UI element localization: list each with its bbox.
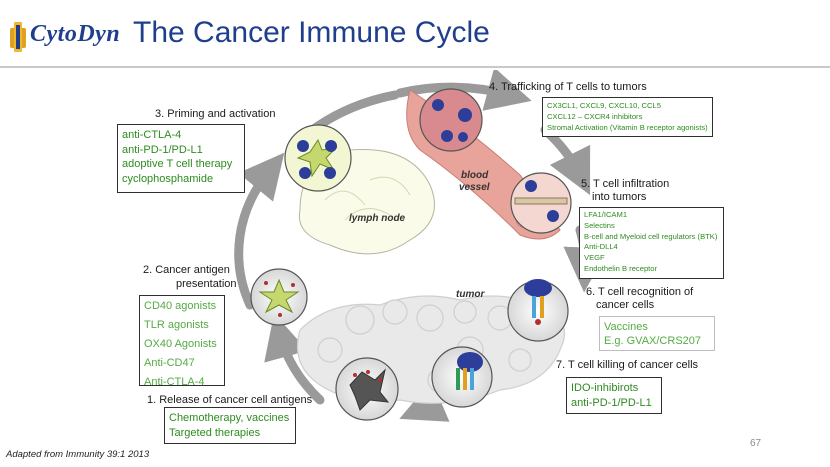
step-1-item: Targeted therapies — [169, 426, 261, 439]
step-3-title: 3. Priming and activation — [155, 108, 276, 120]
step-5-title-line-1: 5. T cell infiltration — [581, 178, 670, 190]
step-2-title-line-2: presentation — [176, 278, 237, 290]
step-2-therapy-box: CD40 agonists TLR agonists OX40 Agonists… — [139, 295, 225, 388]
step-5-title-line-2: into tumors — [592, 191, 647, 203]
step-2-item: TLR agonists — [144, 319, 209, 331]
step-3-therapy-box: anti-CTLA-4 anti-PD-1/PD-L1 adoptive T c… — [117, 124, 245, 193]
step-5-item: Endothelin B receptor — [584, 263, 658, 273]
step-7-item: IDO-inhibirots — [571, 382, 639, 394]
page-number: 67 — [750, 438, 762, 449]
step-5-item: B-cell and Myeloid cell regulators (BTK) — [584, 231, 718, 241]
step-2-item: CD40 agonists — [144, 300, 217, 312]
step-7-title: 7. T cell killing of cancer cells — [556, 359, 699, 371]
step-5-item: LFA1/ICAM1 — [584, 210, 628, 219]
step-4-item: CXCL12 – CXCR4 inhibitors — [547, 112, 643, 121]
step-5-item: Selectins — [584, 220, 615, 230]
step-2-title-line-1: 2. Cancer antigen — [143, 264, 230, 276]
cell-details — [258, 99, 568, 411]
step-1-item: Chemotherapy, vaccines — [169, 412, 290, 424]
step-4-item: Stromal Activation (Vitamin B receptor a… — [547, 123, 708, 132]
step-3-item: cyclophosphamide — [122, 172, 214, 185]
title-divider — [0, 66, 830, 68]
blood-vessel-label-line-1: blood — [461, 170, 489, 181]
step-3-item: anti-PD-1/PD-L1 — [122, 143, 203, 156]
citation-footer: Adapted from Immunity 39:1 2013 — [6, 449, 150, 460]
step-4-therapy-box: CX3CL1, CXCL9, CXCL10, CCL5 CXCL12 – CXC… — [542, 97, 713, 137]
step-2-item: Anti-CD47 — [144, 357, 195, 369]
step-6-title-line-2: cancer cells — [596, 299, 655, 311]
step-5-item: VEGF — [584, 253, 605, 263]
step-6-item: E.g. GVAX/CRS207 — [604, 335, 702, 347]
step-6-item: Vaccines — [604, 321, 648, 333]
step-3-item: adoptive T cell therapy — [122, 158, 233, 170]
step-7-therapy-box: IDO-inhibirots anti-PD-1/PD-L1 — [566, 377, 662, 414]
step-6-title-line-1: 6. T cell recognition of — [586, 286, 694, 298]
step-3-item: anti-CTLA-4 — [122, 129, 182, 141]
step-2-item: OX40 Agonists — [144, 338, 217, 350]
step-4-item: CX3CL1, CXCL9, CXCL10, CCL5 — [547, 101, 661, 110]
cycle-arrow — [234, 70, 609, 422]
step-1-title: 1. Release of cancer cell antigens — [147, 394, 313, 406]
step-7-item: anti-PD-1/PD-L1 — [571, 396, 652, 409]
step-5-therapy-box: LFA1/ICAM1 Selectins B-cell and Myeloid … — [579, 207, 724, 279]
cytodyn-logo-emblem — [10, 22, 26, 52]
step-6-therapy-box: Vaccines E.g. GVAX/CRS207 — [599, 316, 715, 351]
step-5-item: Anti-DLL4 — [584, 242, 618, 252]
blood-vessel-label-line-2: vessel — [459, 182, 490, 193]
logo-text: CytoDyn — [30, 21, 121, 47]
step-1-therapy-box: Chemotherapy, vaccines Targeted therapie… — [164, 407, 296, 444]
step-2-item: Anti-CTLA-4 — [144, 376, 205, 388]
step-4-title: 4. Trafficking of T cells to tumors — [489, 81, 647, 93]
cancer-immune-cycle-diagram — [234, 70, 609, 422]
lymph-node-label: lymph node — [349, 213, 406, 224]
page-title: The Cancer Immune Cycle — [133, 16, 490, 49]
tumor-label: tumor — [456, 289, 485, 300]
